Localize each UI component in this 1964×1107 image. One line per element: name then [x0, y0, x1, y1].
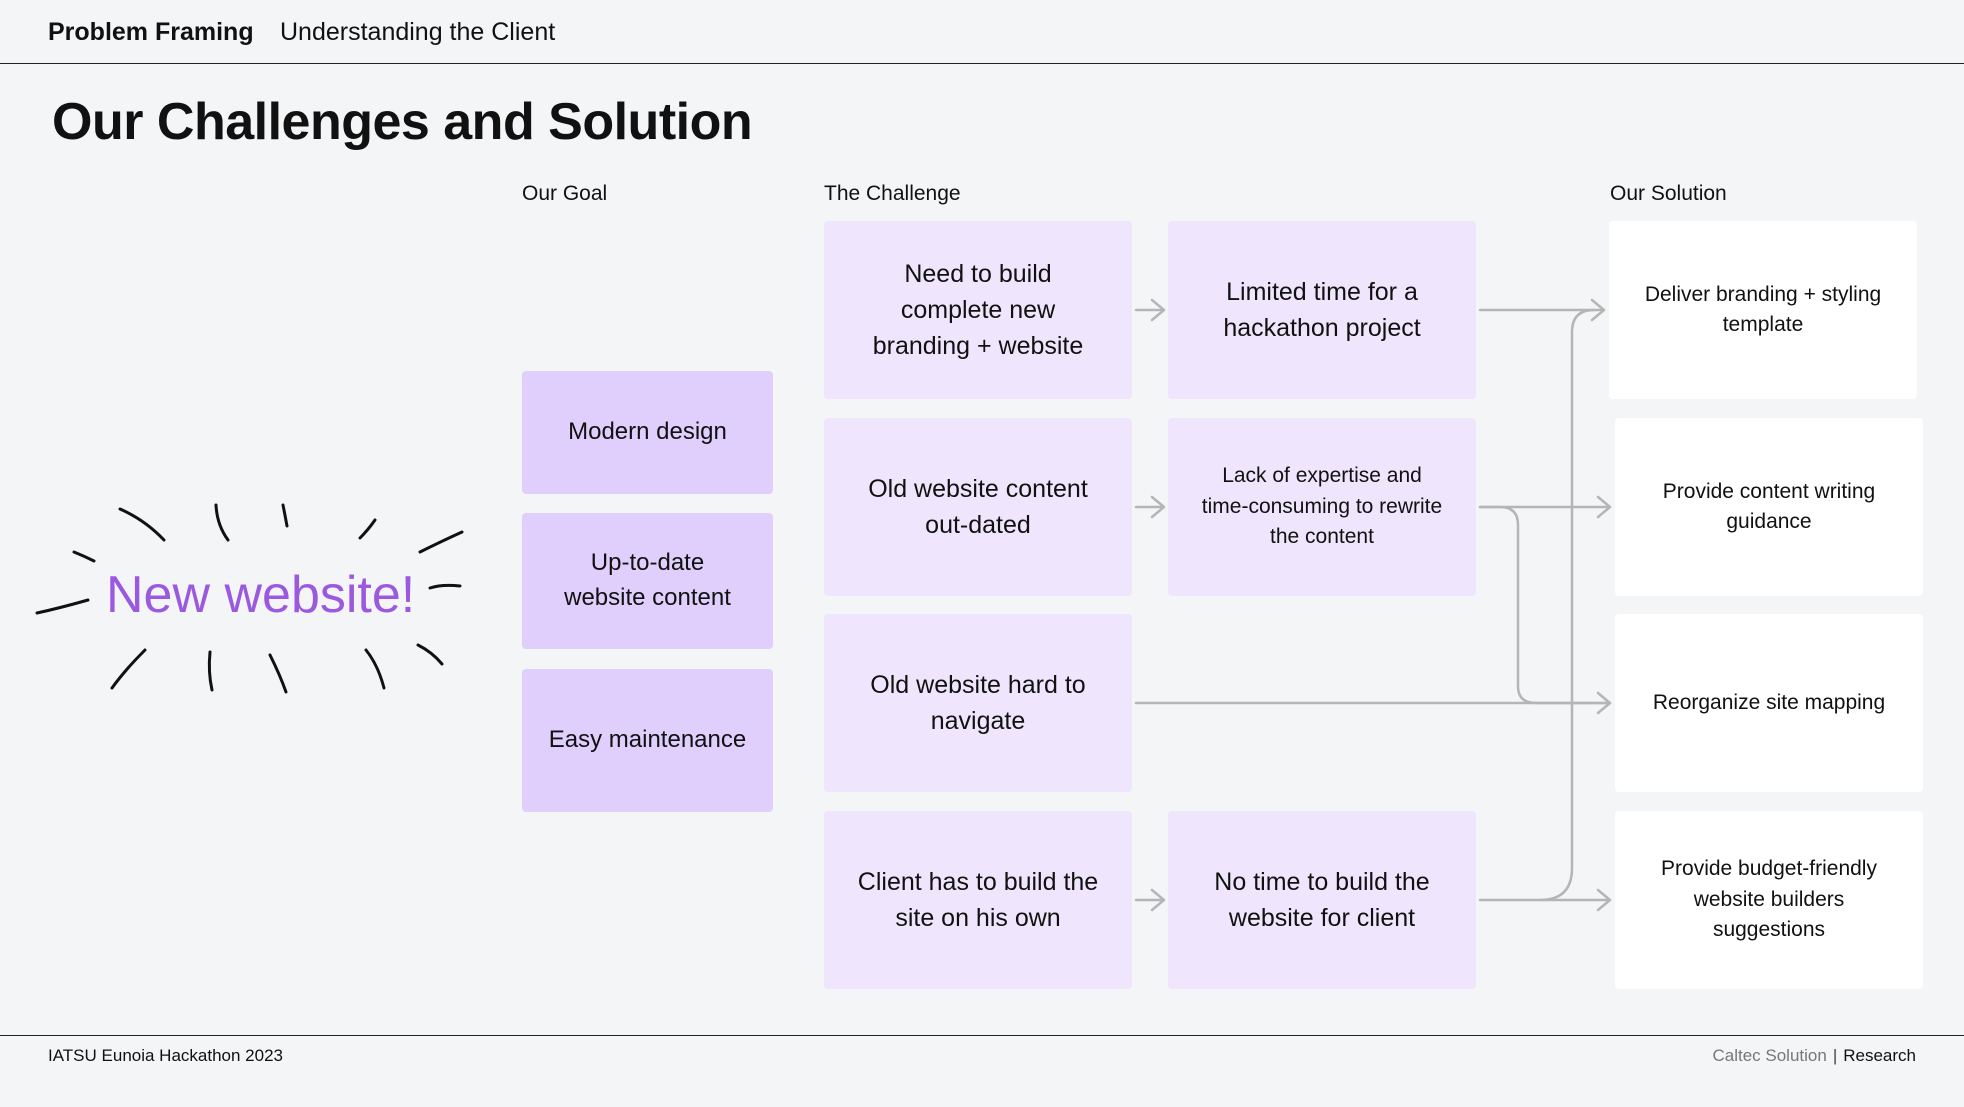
column-label-goal: Our Goal [522, 182, 608, 205]
solution-card-content-guidance: Provide content writing guidance [1615, 418, 1923, 596]
footer-brand: Caltec Solution [1712, 1046, 1827, 1065]
goal-card-modern-design: Modern design [522, 371, 773, 494]
constraint-card-no-time-to-build: No time to build the website for client [1168, 811, 1476, 989]
footer-brand-area: Caltec Solution | Research [1712, 1046, 1916, 1066]
goal-card-label: Easy maintenance [548, 726, 747, 754]
constraint-card-label: Limited time for a hackathon project [1223, 277, 1421, 342]
challenge-card-new-branding: Need to build complete new branding + we… [824, 221, 1132, 399]
page-title: Our Challenges and Solution [52, 93, 753, 151]
column-label-challenge: The Challenge [824, 182, 961, 205]
challenge-card-hard-to-navigate: Old website hard to navigate [824, 614, 1132, 792]
goal-card-label: Up-to-date website content [564, 549, 731, 611]
section-title: Problem Framing [48, 18, 254, 46]
solution-card-website-builders: Provide budget-friendly website builders… [1615, 811, 1923, 989]
column-label-solution: Our Solution [1610, 182, 1727, 205]
constraint-card-lack-of-expertise: Lack of expertise and time-consuming to … [1168, 418, 1476, 596]
challenge-card-label: Old website content out-dated [868, 474, 1088, 539]
footer: IATSU Eunoia Hackathon 2023 Caltec Solut… [0, 1035, 1964, 1107]
goal-card-up-to-date-content: Up-to-date website content [522, 513, 773, 649]
solution-card-label: Deliver branding + styling template [1644, 282, 1882, 336]
solution-card-branding-template: Deliver branding + styling template [1609, 221, 1917, 399]
constraint-card-label: No time to build the website for client [1214, 867, 1430, 932]
solution-card-label: Provide content writing guidance [1662, 479, 1876, 533]
footer-event-name: IATSU Eunoia Hackathon 2023 [48, 1046, 283, 1065]
constraint-card-label: Lack of expertise and time-consuming to … [1201, 464, 1443, 549]
goal-card-label: Modern design [568, 418, 727, 446]
footer-divider: | [1832, 1046, 1838, 1065]
header: Problem Framing Understanding the Client [0, 0, 1964, 64]
challenge-card-label: Old website hard to navigate [870, 670, 1086, 735]
footer-section: Research [1843, 1046, 1916, 1065]
goal-card-easy-maintenance: Easy maintenance [522, 669, 773, 812]
solution-card-site-mapping: Reorganize site mapping [1615, 614, 1923, 792]
constraint-card-limited-time: Limited time for a hackathon project [1168, 221, 1476, 399]
challenge-card-label: Need to build complete new branding + we… [872, 259, 1084, 361]
solution-card-label: Reorganize site mapping [1652, 690, 1886, 714]
new-website-burst-text: New website! [106, 566, 416, 624]
challenge-card-content-outdated: Old website content out-dated [824, 418, 1132, 596]
subsection-title: Understanding the Client [280, 18, 556, 46]
challenge-card-client-builds-site: Client has to build the site on his own [824, 811, 1132, 989]
challenge-card-label: Client has to build the site on his own [857, 867, 1099, 932]
solution-card-label: Provide budget-friendly website builders… [1661, 857, 1877, 942]
